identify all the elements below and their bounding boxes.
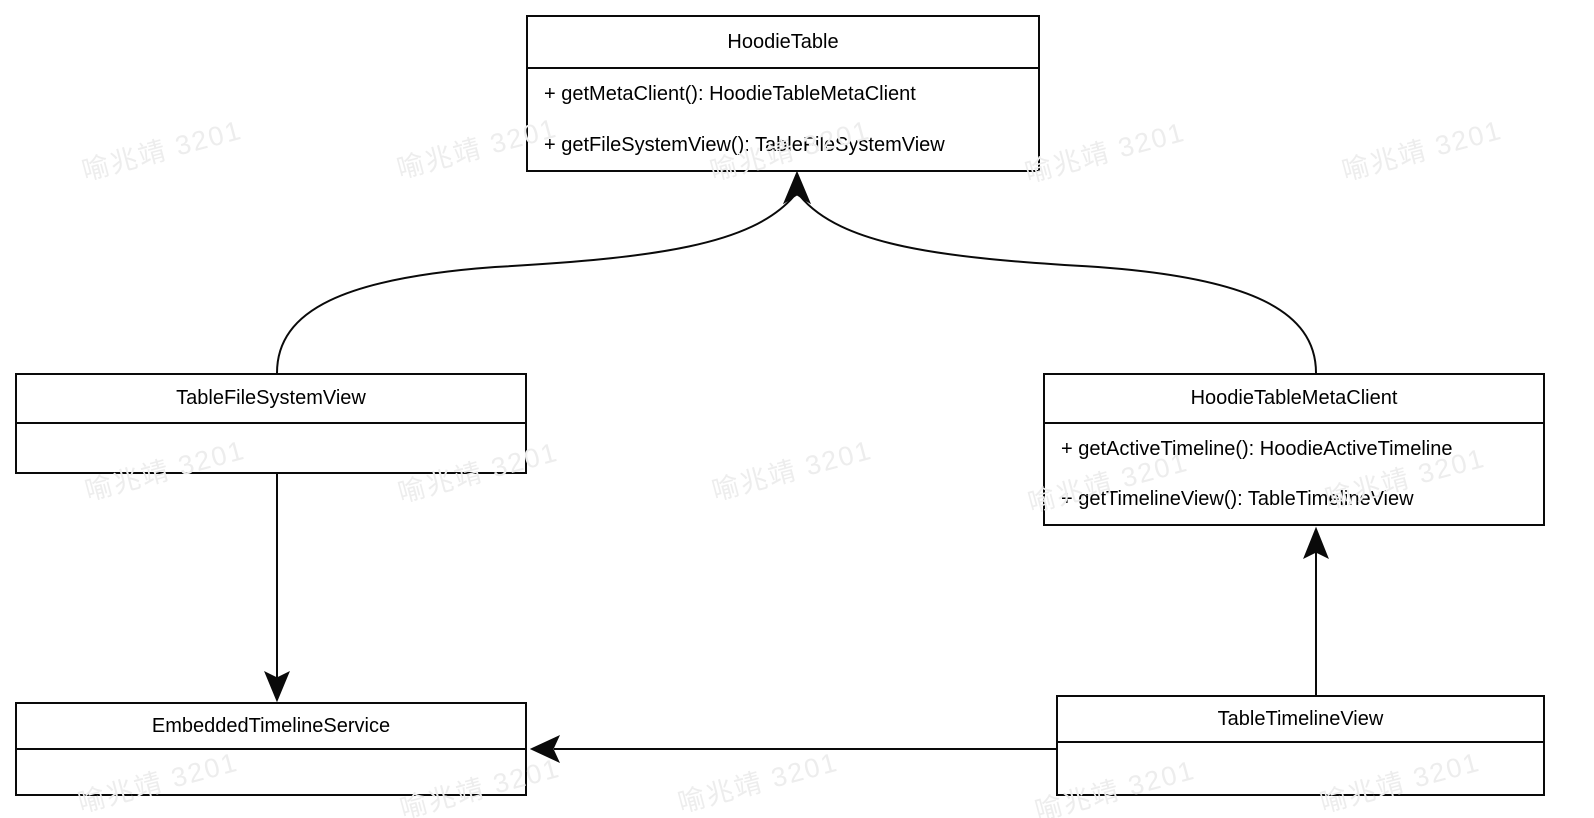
- class-body-hoodietable: + getMetaClient(): HoodieTableMetaClient…: [528, 69, 1038, 171]
- arrowhead-up-hoodietablemetaclient: [1303, 526, 1329, 560]
- method-getmetaclient: + getMetaClient(): HoodieTableMetaClient: [544, 83, 916, 105]
- class-title-tabletimelineview: TableTimelineView: [1058, 697, 1543, 743]
- class-box-tablefilesystemview: TableFileSystemView: [15, 373, 527, 474]
- watermark-text: 喻兆靖 3201: [1021, 116, 1189, 189]
- watermark-text: 喻兆靖 3201: [674, 746, 842, 818]
- arrowhead-down-embeddedtimelineservice: [264, 670, 290, 703]
- class-body-hoodietablemetaclient: + getActiveTimeline(): HoodieActiveTimel…: [1045, 424, 1543, 524]
- class-box-hoodietable: HoodieTable + getMetaClient(): HoodieTab…: [526, 15, 1040, 172]
- class-title-hoodietable: HoodieTable: [528, 17, 1038, 69]
- arrowhead-left-embeddedtimelineservice: [529, 734, 561, 764]
- arrowhead-up-hoodietable: [782, 170, 812, 205]
- watermark-text: 喻兆靖 3201: [78, 114, 246, 187]
- class-title-tablefilesystemview: TableFileSystemView: [17, 375, 525, 424]
- class-body-embeddedtimelineservice: [17, 750, 525, 794]
- class-box-hoodietablemetaclient: HoodieTableMetaClient + getActiveTimelin…: [1043, 373, 1545, 526]
- class-title-hoodietablemetaclient: HoodieTableMetaClient: [1045, 375, 1543, 424]
- class-body-tabletimelineview: [1058, 743, 1543, 792]
- class-box-tabletimelineview: TableTimelineView: [1056, 695, 1545, 796]
- arrow-hoodietablemetaclient-to-hoodietable: [799, 195, 1317, 374]
- class-box-embeddedtimelineservice: EmbeddedTimelineService: [15, 702, 527, 796]
- watermark-text: 喻兆靖 3201: [708, 434, 876, 507]
- watermark-text: 喻兆靖 3201: [1338, 114, 1506, 187]
- class-body-tablefilesystemview: [17, 424, 525, 472]
- class-title-embeddedtimelineservice: EmbeddedTimelineService: [17, 704, 525, 750]
- method-gettimelineview: + getTimelineView(): TableTimelineView: [1061, 488, 1414, 510]
- method-getfilesystemview: + getFileSystemView(): TableFileSystemVi…: [544, 134, 945, 156]
- arrow-tablefilesystemview-to-hoodietable: [276, 195, 795, 374]
- method-getactivetimeline: + getActiveTimeline(): HoodieActiveTimel…: [1061, 438, 1453, 460]
